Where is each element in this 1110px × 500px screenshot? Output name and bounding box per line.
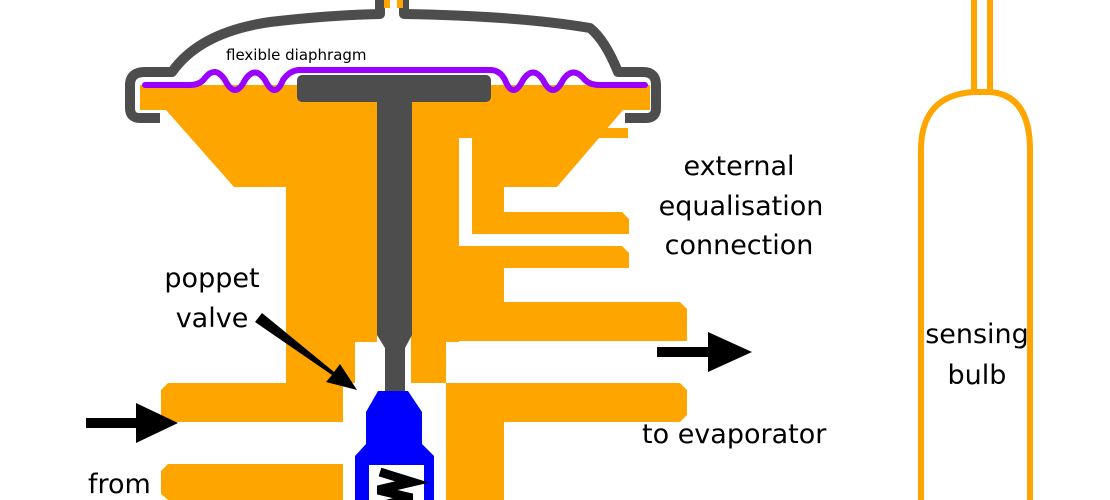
sensing-bulb — [918, 0, 1033, 500]
poppet-valve — [355, 391, 434, 500]
outlet-label: to evaporator — [642, 419, 827, 450]
spring — [376, 467, 430, 500]
poppet-pointer-arrow-icon — [255, 313, 357, 390]
outlet-arrow-icon — [657, 332, 752, 372]
bulb-label-line1: sensing — [925, 319, 1029, 350]
capillary-connector — [384, 0, 403, 8]
push-rod — [297, 75, 491, 392]
poppet-label-line1: poppet — [164, 263, 259, 294]
bulb-label-line2: bulb — [948, 360, 1007, 391]
arrows — [86, 313, 752, 443]
inlet-label: from — [88, 469, 151, 500]
inlet-arrow-icon — [86, 403, 178, 443]
equalisation-label-line1: external — [683, 151, 794, 182]
poppet-label-line2: valve — [176, 303, 249, 334]
diaphragm-label: flexible diaphragm — [226, 46, 367, 64]
equalisation-label-line3: connection — [665, 230, 814, 261]
flexible-diaphragm — [142, 67, 648, 93]
equalisation-label-line2: equalisation — [659, 191, 824, 222]
dome-cover — [125, 0, 661, 123]
